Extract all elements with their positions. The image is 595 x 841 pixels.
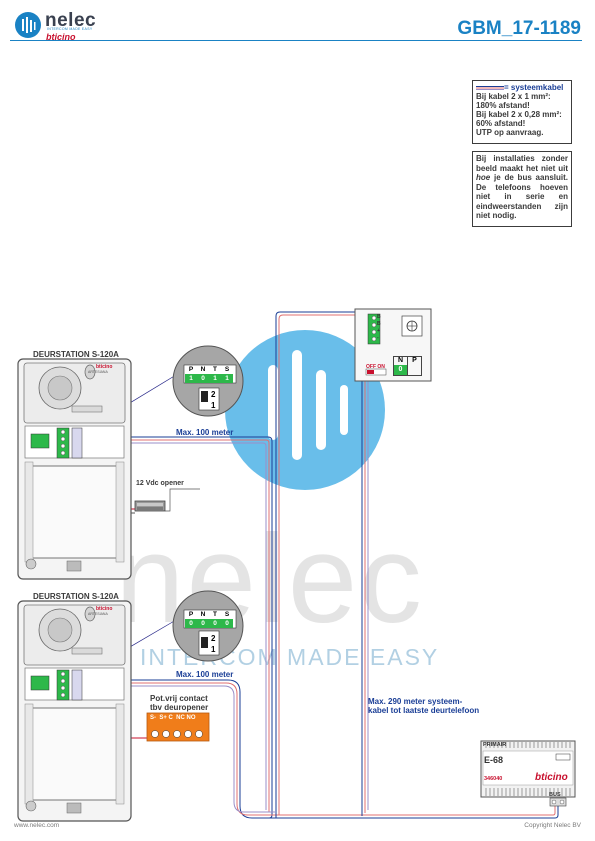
np-cell: P — [407, 357, 421, 375]
footer-website: www.nelec.com — [14, 822, 60, 829]
np-cell: N 0 — [394, 357, 407, 375]
contact-label-line: tbv deuropener — [150, 703, 209, 712]
logo-tagline: INTERCOM MADE EASY — [47, 27, 93, 31]
cable-note-line: 60% afstand! — [476, 119, 526, 128]
switch-pos-label: 2 — [211, 634, 216, 643]
document-id: GBM_17-1189 — [457, 18, 581, 39]
psu-part-number: 346040 — [484, 776, 503, 782]
cable-note-line: Bij kabel 2 x 0,28 mm²: — [476, 110, 562, 119]
max-distance-label-1: Max. 100 meter — [176, 428, 234, 437]
max-distance-label-riser: Max. 290 meter systeem- kabel tot laatst… — [368, 697, 480, 715]
off-on-label: OFF ON — [366, 364, 385, 370]
system-cable-riser — [270, 311, 559, 819]
watermark-logo-icon — [225, 330, 385, 490]
dip-cell: S 0 — [221, 611, 233, 628]
cable-note: = systeemkabel Bij kabel 2 x 1 mm²: 180%… — [472, 80, 572, 144]
system-cable-station-2 — [86, 679, 275, 819]
footer-copyright: Copyright Nelec BV — [524, 822, 581, 829]
header-divider — [10, 40, 582, 41]
dip-cell: P 1 — [185, 366, 197, 383]
cable-note-line: 180% afstand! — [476, 101, 530, 110]
psu-brand: bticino — [535, 772, 568, 783]
panel-brand: bticino — [96, 606, 113, 612]
installation-note: Bij installaties zonder beeld maakt het … — [472, 151, 572, 227]
contact-terminal-labels: S- S+ C NC NO — [150, 715, 196, 721]
info-note-emphasis: hoe — [476, 173, 491, 182]
dip-cell: P 0 — [185, 611, 197, 628]
panel-model: ARTESIANA — [88, 370, 108, 374]
door-station-1-title: DEURSTATION S-120A — [33, 350, 119, 359]
panel-brand: bticino — [96, 364, 113, 370]
dip-cell: T 0 — [209, 611, 221, 628]
power-supply-unit — [480, 740, 576, 807]
contact-label-line: Pot.vrij contact — [150, 694, 208, 703]
nelec-logo-icon — [15, 12, 41, 38]
psu-model: E-68 — [484, 755, 504, 765]
switch-pos-label: 1 — [211, 645, 216, 654]
opener-label: 12 Vdc opener — [136, 480, 184, 487]
door-opener-icon — [134, 500, 166, 512]
door-station-1-panel — [17, 358, 132, 580]
phone-terminal-labels: B B + - — [377, 314, 381, 341]
info-note-text: je de bus aansluit. De telefoons hoeven … — [476, 173, 568, 220]
dip-cell: N 0 — [197, 366, 209, 383]
info-note-text: Bij installaties zonder beeld maakt het … — [476, 154, 568, 173]
contact-terminal-block — [146, 712, 210, 742]
switch-pos-label: 2 — [211, 390, 216, 399]
contact-label: Pot.vrij contact tbv deuropener — [150, 694, 208, 712]
cable-note-line: UTP op aanvraag. — [476, 128, 544, 137]
panel-model: ARTESIANA — [88, 612, 108, 616]
max-distance-label-2: Max. 100 meter — [176, 670, 234, 679]
dip-cell: N 0 — [197, 611, 209, 628]
logo-wordmark: nelec — [45, 10, 97, 31]
cable-note-line: Bij kabel 2 x 1 mm²: — [476, 92, 551, 101]
np-switch: N 0 P — [393, 356, 422, 376]
psu-primary-label: PRIMAIR — [483, 742, 507, 748]
cable-legend-label: = systeemkabel — [504, 83, 564, 92]
switch-pos-label: 1 — [211, 401, 216, 410]
dip-switch-1: P 1 N 0 T 1 S 1 — [185, 366, 233, 383]
psu-bus-label: BUS — [549, 792, 561, 798]
door-station-2-panel — [17, 600, 132, 822]
dip-switch-2: P 0 N 0 T 0 S 0 — [185, 611, 233, 628]
bticino-logo: bticino — [46, 32, 76, 42]
dip-cell: T 1 — [209, 366, 221, 383]
door-station-2-title: DEURSTATION S-120A — [33, 592, 119, 601]
system-cable-legend-icon — [476, 85, 504, 90]
dip-cell: S 1 — [221, 366, 233, 383]
